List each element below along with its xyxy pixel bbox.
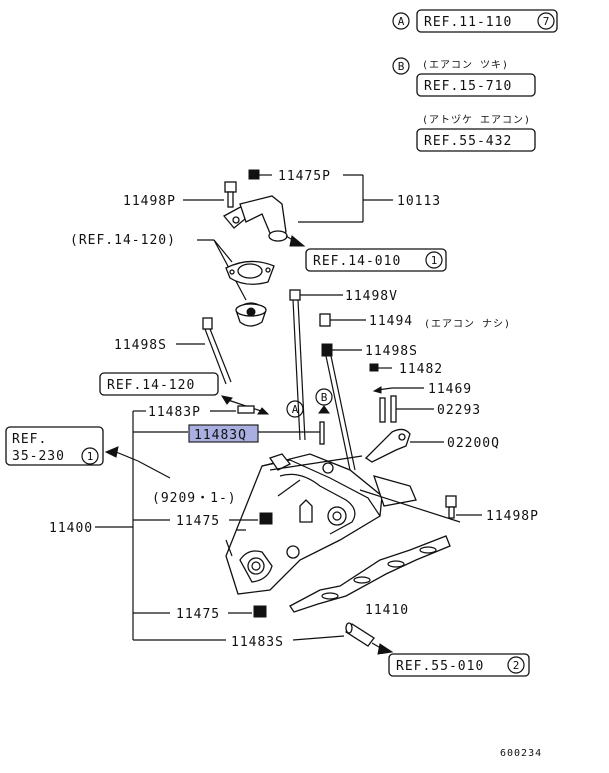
bracket-02200Q[interactable]: 02200Q: [364, 428, 500, 463]
bolt-11498P-top[interactable]: 11498P: [123, 181, 237, 209]
label-10113: 10113: [397, 194, 441, 209]
label-11400-tree: 11400: [49, 411, 134, 640]
label-11498V: 11498V: [345, 289, 398, 304]
intake-manifold-11400[interactable]: [225, 453, 417, 595]
ref-b-box: [416, 73, 536, 97]
ref-a-group[interactable]: A REF.11-110 7: [392, 9, 558, 33]
marker-a-label: A: [398, 15, 405, 28]
part-11494[interactable]: 11494 (エアコン ナシ): [319, 313, 511, 330]
marker-a-lower[interactable]: A: [286, 400, 304, 418]
ref-a-box: [416, 9, 558, 33]
ref-a-text: REF.11-110: [424, 15, 512, 30]
label-11498S-right: 11498S: [365, 344, 418, 359]
label-11483S: 11483S: [231, 635, 284, 650]
label-11498P-top: 11498P: [123, 194, 176, 209]
ref-c-text: REF.55-432: [424, 134, 512, 149]
label-11469: 11469: [428, 382, 472, 397]
ref-a-sheet: 7: [543, 15, 550, 28]
ref-d-text: REF.14-010: [313, 254, 401, 269]
svg-text:1: 1: [87, 450, 94, 463]
svg-text:B: B: [321, 391, 328, 404]
marker-b-label: B: [398, 60, 405, 73]
label-11475-a: 11475: [176, 514, 220, 529]
ref-f-text: REF.14-120: [107, 378, 195, 393]
bolt-11475P-head: [248, 169, 260, 180]
ref-b-note: (エアコン ツキ): [422, 60, 509, 71]
label-11483P: 11483P: [148, 405, 201, 420]
label-11475-b: 11475: [176, 607, 220, 622]
bolt-11475P[interactable]: 11475P: [248, 169, 331, 184]
ref-h-group[interactable]: REF.55-010 2: [388, 653, 530, 677]
nut-11475-b[interactable]: 11475: [133, 605, 267, 622]
ref-date: (9209・1-): [152, 491, 237, 506]
label-02200Q: 02200Q: [447, 436, 500, 451]
ref-h-text: REF.55-010: [396, 659, 484, 674]
ref-d-group[interactable]: REF.14-010 1: [305, 248, 447, 272]
water-outlet-10113[interactable]: [222, 195, 288, 242]
part-11482[interactable]: 11482: [369, 362, 443, 377]
label-11410: 11410: [365, 603, 409, 618]
ref-c-box: [416, 128, 536, 152]
gasket[interactable]: [225, 260, 275, 285]
part-11483Q[interactable]: 11483Q: [133, 421, 325, 445]
ref-g-group[interactable]: REF. 35-230 1: [5, 426, 104, 466]
marker-a-circle: [392, 12, 410, 30]
bolt-11498S-left[interactable]: 11498S: [114, 317, 232, 385]
gasket-11410[interactable]: 11410: [289, 535, 451, 618]
bolt-11498S-right[interactable]: 11498S: [321, 343, 418, 471]
label-11482: 11482: [399, 362, 443, 377]
ref-d-sheet: 1: [431, 254, 438, 267]
label-11400: 11400: [49, 521, 93, 536]
part-11483P[interactable]: 11483P: [133, 405, 255, 420]
svg-text:A: A: [292, 403, 299, 416]
nut-11475-a[interactable]: 11475: [133, 512, 273, 529]
ref-e-text: (REF.14-120): [70, 233, 176, 248]
ref-c-group[interactable]: (アトヅケ エアコン) REF.55-432: [416, 114, 536, 152]
ref-b-text: REF.15-710: [424, 79, 512, 94]
ref-g-line1: REF.: [12, 432, 47, 447]
pipe-11483S[interactable]: 11483S: [133, 622, 394, 655]
label-11494: 11494: [369, 314, 413, 329]
bolt-11498P-right[interactable]: 11498P: [445, 495, 539, 524]
label-02293: 02293: [437, 403, 481, 418]
ref-g-line2: 35-230: [12, 449, 65, 464]
label-11498P-right: 11498P: [486, 509, 539, 524]
thermostat[interactable]: [235, 302, 267, 327]
marker-b-circle: [392, 57, 410, 75]
part-02293[interactable]: 02293: [379, 395, 481, 423]
marker-b-lower[interactable]: B: [315, 388, 333, 414]
ref-a-sheet-circle: [537, 12, 555, 30]
ref-f-group[interactable]: REF.14-120: [99, 372, 219, 396]
ref-b-group[interactable]: B (エアコン ツキ) REF.15-710: [392, 57, 536, 97]
part-11469[interactable]: 11469: [372, 382, 472, 397]
svg-text:2: 2: [513, 659, 520, 672]
figure-id: 600234: [500, 748, 542, 759]
ref-c-note: (アトヅケ エアコン): [422, 114, 531, 126]
label-11475P: 11475P: [278, 169, 331, 184]
label-11498S-left: 11498S: [114, 338, 167, 353]
label-11494-note: (エアコン ナシ): [424, 318, 511, 330]
label-11483Q: 11483Q: [194, 428, 247, 443]
highlight-11483Q: [188, 424, 259, 443]
